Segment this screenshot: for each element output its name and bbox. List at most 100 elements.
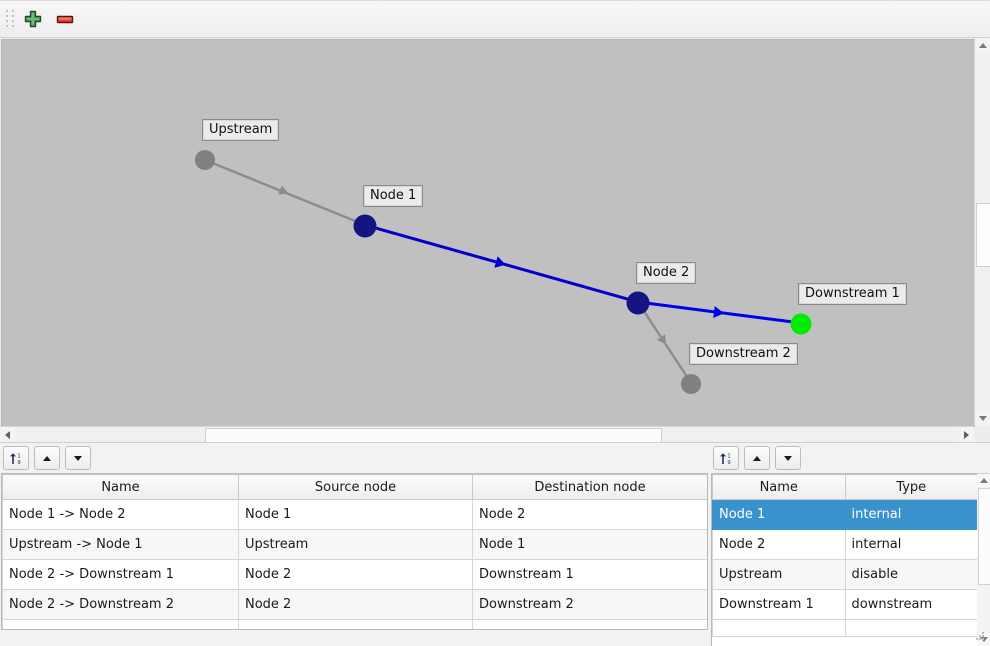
main-toolbar bbox=[0, 1, 990, 38]
chevron-up-icon bbox=[979, 478, 988, 483]
links-cell-source[interactable]: Node 2 bbox=[238, 559, 473, 590]
arrow-down-icon bbox=[74, 455, 82, 461]
graph-node-downstream2[interactable] bbox=[681, 374, 701, 394]
nodes-cell-empty bbox=[712, 619, 846, 637]
links-toolbar: 1 9 bbox=[0, 444, 91, 472]
remove-node-button[interactable] bbox=[50, 5, 80, 33]
edge-upstream-node1[interactable] bbox=[204, 158, 366, 227]
nodes-cell-empty bbox=[844, 619, 978, 637]
graph-node-downstream1[interactable] bbox=[790, 313, 812, 335]
nodes-column-header-type[interactable]: Type bbox=[844, 474, 978, 500]
links-table-empty-row bbox=[2, 619, 707, 629]
links-column-header-destination[interactable]: Destination node bbox=[472, 474, 707, 500]
nodes-column-header-name[interactable]: Name bbox=[712, 474, 846, 500]
nodes-move-down-button[interactable] bbox=[775, 446, 801, 470]
graph-label-downstream2[interactable]: Downstream 2 bbox=[689, 343, 798, 365]
links-table: Name Source node Destination node Node 1… bbox=[2, 474, 707, 629]
graph-node-node2[interactable] bbox=[626, 291, 650, 315]
graph-canvas[interactable]: Upstream Node 1 Node 2 Downstream 1 Down… bbox=[1, 39, 975, 427]
graph-scroll-up-button[interactable] bbox=[975, 38, 990, 53]
graph-node-node1[interactable] bbox=[353, 214, 377, 238]
nodes-table-container[interactable]: Name Type Node 1 internal Node 2 interna… bbox=[711, 473, 979, 646]
edge-node1-node2[interactable] bbox=[364, 223, 639, 304]
graph-scroll-left-button[interactable] bbox=[0, 427, 15, 442]
nodes-move-up-button[interactable] bbox=[744, 446, 770, 470]
nodes-table-row[interactable]: Node 1 internal bbox=[712, 499, 978, 530]
nodes-cell-name[interactable]: Node 1 bbox=[712, 499, 846, 530]
links-table-container[interactable]: Name Source node Destination node Node 1… bbox=[1, 473, 708, 630]
edge-node2-downstream1[interactable] bbox=[637, 300, 802, 325]
arrow-up-icon bbox=[43, 455, 51, 461]
nodes-cell-name[interactable]: Node 2 bbox=[712, 529, 846, 560]
links-table-header-row: Name Source node Destination node bbox=[2, 474, 707, 500]
links-sort-button[interactable]: 1 9 bbox=[3, 446, 29, 470]
graph-label-node2[interactable]: Node 2 bbox=[636, 262, 697, 284]
graph-vertical-scroll-thumb[interactable] bbox=[976, 203, 990, 267]
links-cell-destination[interactable]: Node 2 bbox=[472, 499, 707, 530]
graph-label-node1[interactable]: Node 1 bbox=[363, 185, 424, 207]
graph-svg bbox=[195, 150, 812, 394]
links-cell-source[interactable]: Node 1 bbox=[238, 499, 473, 530]
nodes-cell-name[interactable]: Upstream bbox=[712, 559, 846, 590]
links-cell-destination[interactable]: Downstream 1 bbox=[472, 559, 707, 590]
links-column-header-name[interactable]: Name bbox=[2, 474, 239, 500]
links-table-row[interactable]: Node 2 -> Downstream 1 Node 2 Downstream… bbox=[2, 559, 707, 590]
links-cell-name[interactable]: Node 2 -> Downstream 1 bbox=[2, 559, 239, 590]
nodes-toolbar: 1 9 bbox=[710, 444, 801, 472]
add-node-button[interactable] bbox=[18, 5, 48, 33]
links-table-row[interactable]: Node 1 -> Node 2 Node 1 Node 2 bbox=[2, 499, 707, 530]
svg-text:1: 1 bbox=[17, 453, 20, 459]
nodes-table-empty-row bbox=[712, 619, 978, 637]
minus-icon bbox=[56, 15, 74, 24]
svg-text:9: 9 bbox=[17, 460, 20, 466]
links-cell-name[interactable]: Node 1 -> Node 2 bbox=[2, 499, 239, 530]
graph-vertical-scrollbar[interactable] bbox=[974, 38, 990, 426]
arrow-down-icon bbox=[784, 455, 792, 461]
nodes-cell-type[interactable]: downstream bbox=[844, 589, 978, 620]
nodes-table: Name Type Node 1 internal Node 2 interna… bbox=[712, 474, 978, 637]
chevron-left-icon bbox=[5, 430, 10, 439]
nodes-cell-type[interactable]: internal bbox=[844, 499, 978, 530]
graph-label-upstream[interactable]: Upstream bbox=[202, 119, 280, 141]
links-cell-empty bbox=[472, 619, 707, 629]
nodes-vertical-scrollbar[interactable] bbox=[977, 473, 990, 646]
links-cell-source[interactable]: Node 2 bbox=[238, 589, 473, 620]
graph-scroll-down-button[interactable] bbox=[975, 411, 990, 426]
graph-horizontal-scrollbar[interactable] bbox=[0, 426, 974, 443]
links-column-header-source[interactable]: Source node bbox=[238, 474, 473, 500]
links-move-up-button[interactable] bbox=[34, 446, 60, 470]
graph-node-upstream[interactable] bbox=[195, 150, 215, 170]
links-pane: 1 9 Name Source node Destination node bbox=[0, 444, 708, 646]
nodes-vertical-scroll-thumb[interactable] bbox=[978, 488, 990, 585]
links-table-row[interactable]: Upstream -> Node 1 Upstream Node 1 bbox=[2, 529, 707, 560]
links-cell-destination[interactable]: Downstream 2 bbox=[472, 589, 707, 620]
nodes-cell-type[interactable]: disable bbox=[844, 559, 978, 590]
chevron-up-icon bbox=[978, 43, 987, 48]
chevron-down-icon bbox=[978, 416, 987, 421]
window-resize-grip[interactable] bbox=[976, 632, 988, 644]
nodes-table-row[interactable]: Downstream 1 downstream bbox=[712, 589, 978, 620]
links-cell-name[interactable]: Upstream -> Node 1 bbox=[2, 529, 239, 560]
sort-icon: 1 9 bbox=[10, 452, 21, 466]
links-table-row[interactable]: Node 2 -> Downstream 2 Node 2 Downstream… bbox=[2, 589, 707, 620]
svg-text:9: 9 bbox=[727, 460, 730, 466]
edge-node2-downstream2[interactable] bbox=[636, 301, 693, 384]
nodes-table-row[interactable]: Upstream disable bbox=[712, 559, 978, 590]
links-move-down-button[interactable] bbox=[65, 446, 91, 470]
nodes-sort-button[interactable]: 1 9 bbox=[713, 446, 739, 470]
links-cell-destination[interactable]: Node 1 bbox=[472, 529, 707, 560]
links-cell-source[interactable]: Upstream bbox=[238, 529, 473, 560]
chevron-right-icon bbox=[964, 430, 969, 439]
graph-label-downstream1[interactable]: Downstream 1 bbox=[798, 283, 907, 305]
nodes-cell-type[interactable]: internal bbox=[844, 529, 978, 560]
sort-icon: 1 9 bbox=[720, 452, 731, 466]
graph-scroll-right-button[interactable] bbox=[959, 427, 974, 442]
nodes-scroll-up-button[interactable] bbox=[977, 474, 990, 487]
links-cell-name[interactable]: Node 2 -> Downstream 2 bbox=[2, 589, 239, 620]
links-cell-empty bbox=[2, 619, 239, 629]
nodes-table-row[interactable]: Node 2 internal bbox=[712, 529, 978, 560]
graph-horizontal-scroll-thumb[interactable] bbox=[205, 428, 662, 443]
toolbar-drag-handle[interactable] bbox=[4, 8, 16, 30]
nodes-cell-name[interactable]: Downstream 1 bbox=[712, 589, 846, 620]
